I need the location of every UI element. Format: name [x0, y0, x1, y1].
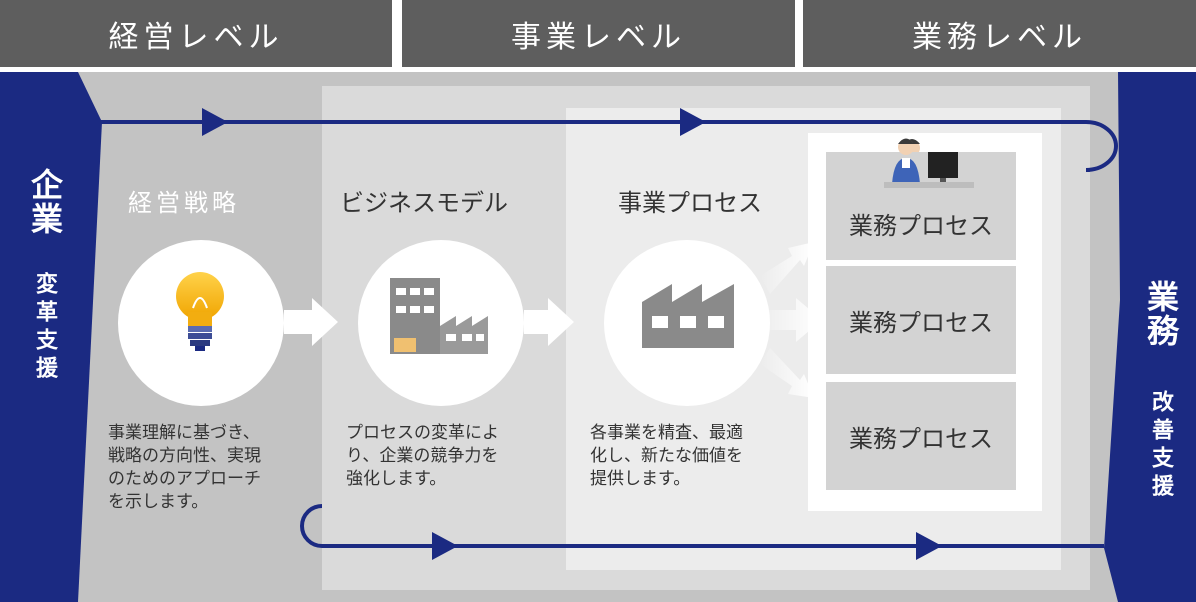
left-side-title: 企業	[26, 168, 64, 236]
left-side-bar	[0, 72, 102, 602]
right-side-bar	[1104, 72, 1196, 602]
desc-line: 強化します。	[346, 469, 447, 489]
left-side-subtitle: 変革支援	[32, 272, 57, 384]
desc-line: プロセスの変革によ	[346, 423, 499, 443]
top-flow-line	[100, 120, 1118, 172]
business-process-description: 各事業を精査、最適 化し、新たな価値を 提供します。	[590, 422, 743, 491]
operations-process-box-1: 業務プロセス	[826, 152, 1016, 260]
desc-line: り、企業の競争力を	[346, 446, 499, 466]
strategy-description: 事業理解に基づき、 戦略の方向性、実現 のためのアプローチ を示します。	[108, 422, 261, 514]
header-business-level: 事業レベル	[402, 0, 795, 67]
business-process-circle	[604, 240, 770, 406]
business-model-description: プロセスの変革によ り、企業の競争力を 強化します。	[346, 422, 499, 491]
bottom-flow-arrowhead-1	[432, 532, 458, 560]
section-title-business-model: ビジネスモデル	[340, 189, 508, 217]
right-side-title: 業務	[1142, 280, 1180, 348]
operations-process-box-2: 業務プロセス	[826, 266, 1016, 374]
fan-arrow-middle	[756, 298, 822, 342]
fan-arrow-bottom	[760, 348, 814, 398]
strategy-circle	[118, 240, 284, 406]
desc-line: 事業理解に基づき、	[108, 423, 260, 443]
desc-line: 戦略の方向性、実現	[108, 446, 261, 466]
header-operations-level: 業務レベル	[803, 0, 1196, 67]
desc-line: 化し、新たな価値を	[590, 446, 743, 466]
business-model-circle	[358, 240, 524, 406]
bottom-flow-line	[300, 504, 1104, 548]
arrow-strategy-to-model	[284, 298, 338, 346]
operations-process-box-3: 業務プロセス	[826, 382, 1016, 490]
right-side-subtitle: 改善支援	[1148, 390, 1173, 502]
arrow-model-to-process	[524, 298, 574, 346]
top-flow-arrowhead-1	[202, 108, 228, 136]
desc-line: を示します。	[108, 492, 209, 512]
top-flow-arrowhead-2	[680, 108, 706, 136]
bottom-flow-arrowhead-2	[916, 532, 942, 560]
section-title-business-process: 事業プロセス	[618, 189, 762, 217]
desc-line: 提供します。	[590, 469, 691, 489]
section-title-strategy: 経営戦略	[128, 189, 240, 217]
desc-line: のためのアプローチ	[108, 469, 261, 489]
header-management-level: 経営レベル	[0, 0, 392, 67]
fan-arrow-top	[760, 242, 814, 294]
desc-line: 各事業を精査、最適	[590, 423, 743, 443]
